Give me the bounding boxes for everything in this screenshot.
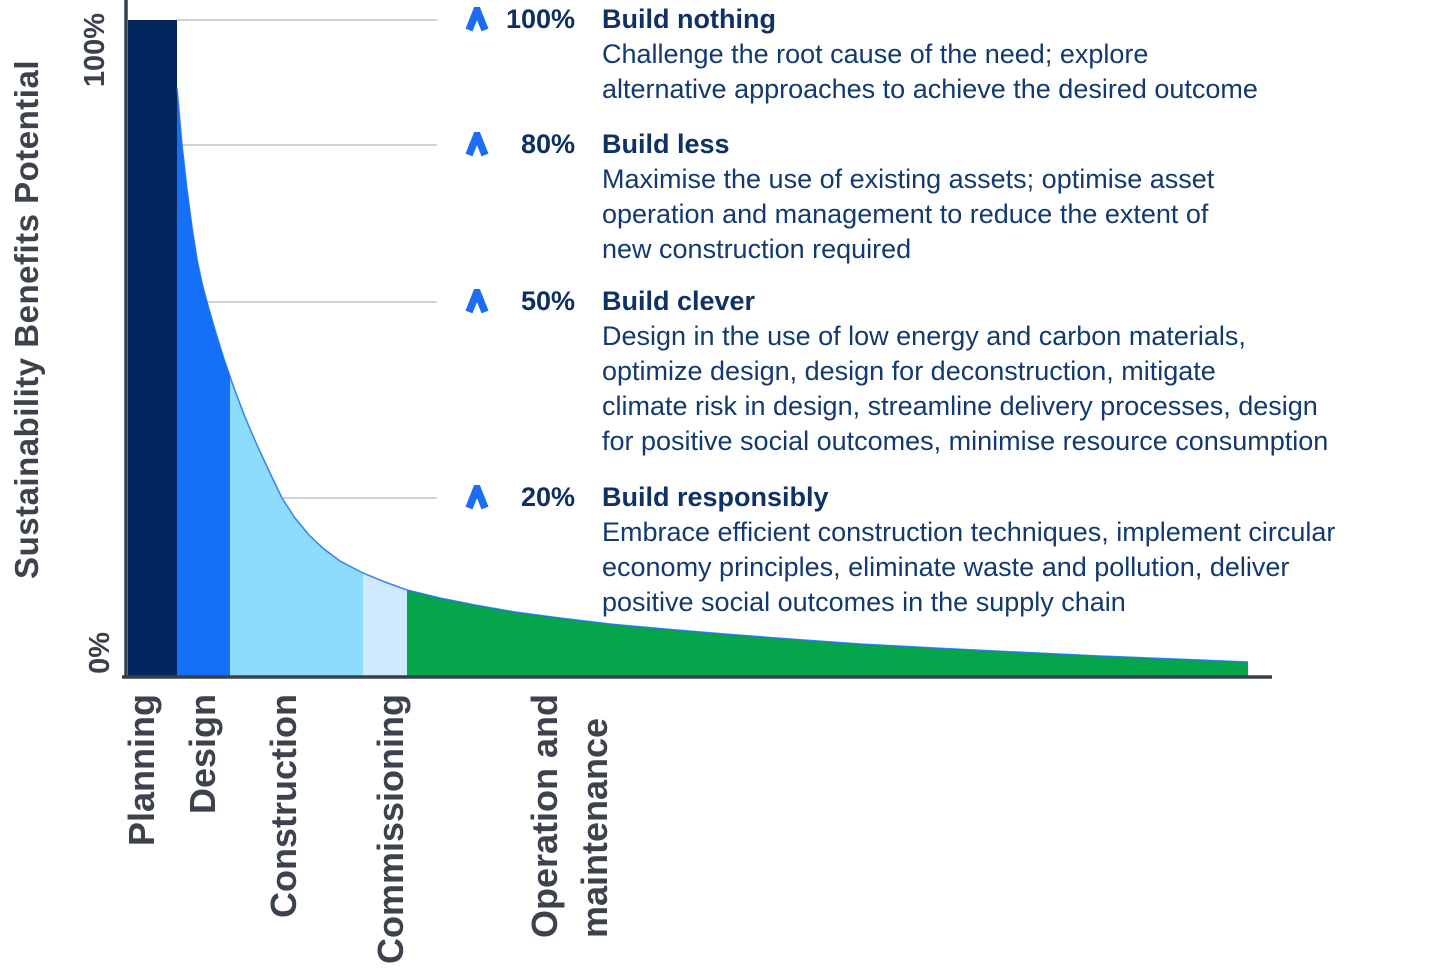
annotation-percent: 50% — [520, 286, 575, 316]
phase-area-operation-maintenance — [407, 590, 1248, 676]
x-label-operation-maintenance: Operation and maintenance — [524, 694, 615, 939]
x-label-commissioning: Commissioning — [370, 694, 411, 965]
annotation-description: Embrace efficient construction technique… — [602, 517, 1336, 617]
annotation-percent: 80% — [520, 129, 575, 159]
chevron-up-icon — [465, 132, 489, 157]
annotation-percent: 100% — [505, 4, 575, 34]
x-label-design: Design — [182, 694, 223, 815]
annotation-description: Maximise the use of existing assets; opt… — [602, 164, 1215, 264]
annotation-build-nothing: 100% Build nothing Challenge the root ca… — [465, 2, 1258, 107]
chevron-up-icon — [465, 289, 489, 314]
phase-area-construction — [230, 376, 363, 676]
phase-area-design — [177, 88, 230, 676]
annotation-title: Build responsibly — [602, 482, 829, 512]
phase-area-commissioning — [363, 573, 407, 676]
annotation-build-responsibly: 20% Build responsibly Embrace efficient … — [465, 480, 1335, 620]
x-label-planning: Planning — [121, 694, 162, 846]
annotation-title: Build clever — [602, 286, 756, 316]
x-label-construction: Construction — [263, 694, 304, 918]
annotation-build-less: 80% Build less Maximise the use of exist… — [465, 127, 1214, 267]
phase-area-planning — [128, 20, 177, 676]
chevron-up-icon — [465, 7, 489, 32]
chevron-up-icon — [465, 485, 489, 510]
y-tick-100: 100% — [79, 13, 111, 88]
annotation-title: Build nothing — [602, 4, 776, 34]
annotation-description: Design in the use of low energy and carb… — [602, 321, 1329, 456]
annotation-percent: 20% — [520, 482, 575, 512]
annotation-description: Challenge the root cause of the need; ex… — [602, 39, 1258, 104]
benefits-decay-curve — [176, 87, 1249, 663]
annotation-title: Build less — [602, 129, 730, 159]
y-axis-title: Sustainability Benefits Potential — [8, 60, 45, 579]
y-tick-0: 0% — [84, 632, 116, 674]
annotation-build-clever: 50% Build clever Design in the use of lo… — [465, 284, 1328, 459]
